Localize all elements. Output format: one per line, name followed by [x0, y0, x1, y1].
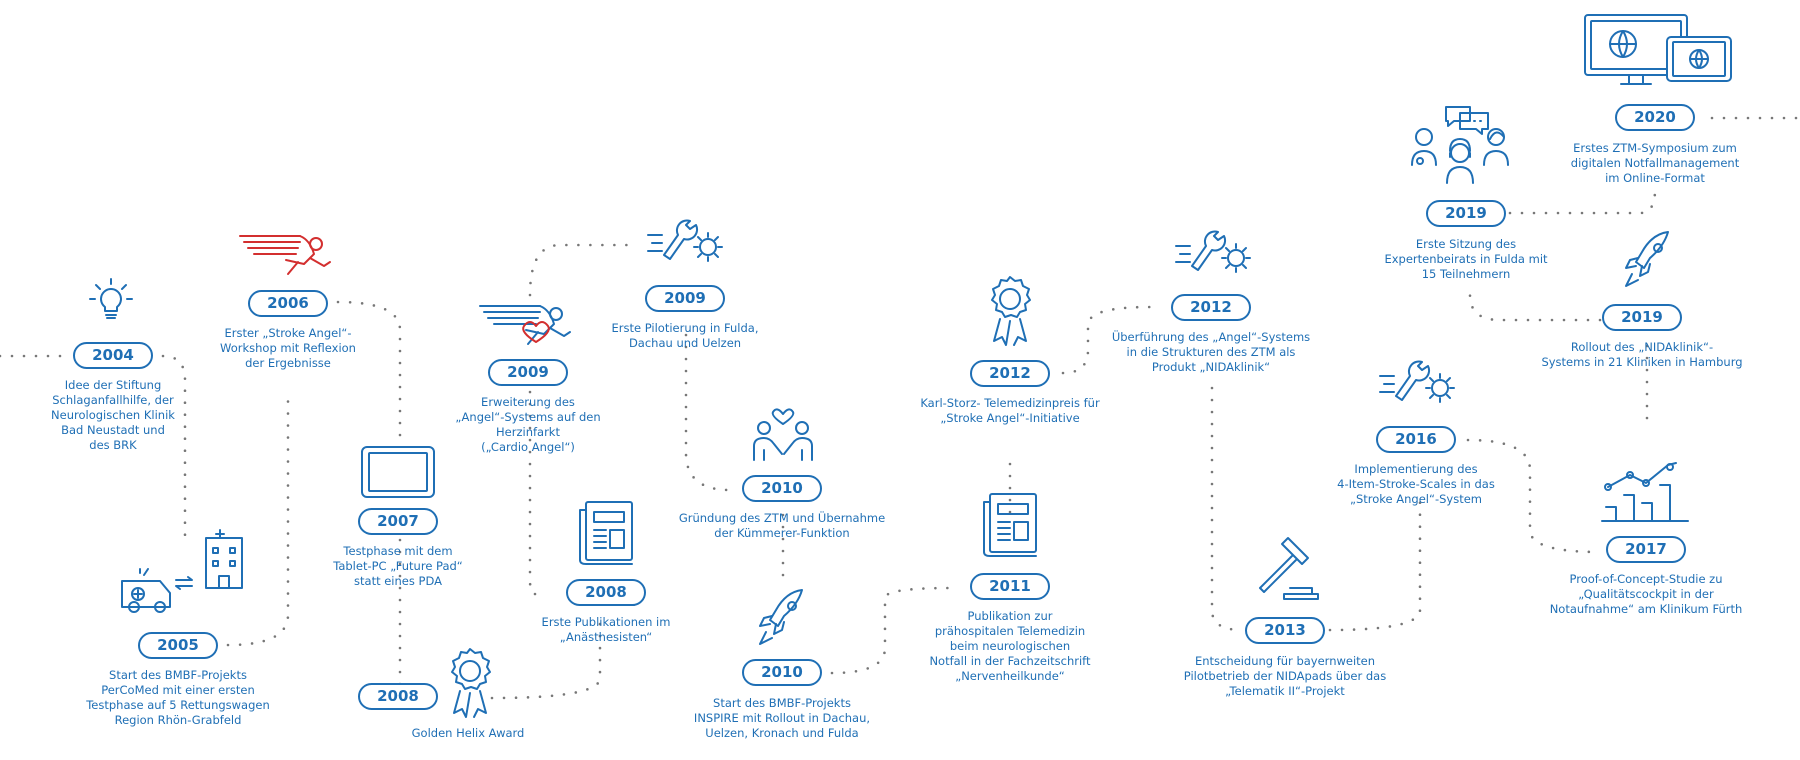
- gavel-icon: [1254, 536, 1324, 600]
- year-pill-2009-cardio: 2009: [488, 359, 568, 386]
- milestone-caption-2019-rollout: Rollout des „NIDAklinik“- Systems in 21 …: [1541, 340, 1743, 369]
- milestone-caption-2008-helix: Golden Helix Award: [411, 726, 525, 740]
- milestone-caption-2017: Proof-of-Concept-Studie zu „Qualitätscoc…: [1549, 572, 1743, 616]
- milestone-caption-2005: Start des BMBF-Projekts PerCoMed mit ein…: [86, 668, 270, 727]
- rocket-icon: [758, 588, 808, 648]
- milestone-caption-2016: Implementierung des 4-Item-Stroke-Scales…: [1337, 462, 1495, 506]
- year-pill-2010-ztm: 2010: [742, 475, 822, 502]
- award-rosette-icon: [446, 647, 494, 718]
- year-pill-2005: 2005: [138, 632, 218, 659]
- rocket-icon: [1624, 230, 1674, 290]
- year-pill-2019-experts: 2019: [1426, 200, 1506, 227]
- tablet-icon: [361, 446, 435, 498]
- year-pill-2012-nida: 2012: [1171, 294, 1251, 321]
- cardio-angel-logo-icon: [478, 300, 578, 350]
- tools-gear-icon: [1378, 358, 1462, 414]
- year-pill-2011: 2011: [970, 573, 1050, 600]
- tools-gear-icon: [1174, 228, 1258, 284]
- year-pill-2008-publication: 2008: [566, 579, 646, 606]
- year-pill-2008-helix: 2008: [358, 683, 438, 710]
- stroke-angel-logo-icon: [238, 230, 338, 280]
- award-rosette-icon: [986, 275, 1034, 346]
- timeline-dotted-path: [0, 116, 1800, 700]
- milestone-caption-2008-publication: Erste Publikationen im „Anästhesisten“: [541, 615, 671, 644]
- year-pill-2009-pilot: 2009: [645, 285, 725, 312]
- monitor-tablet-globe-icon: [1583, 13, 1733, 88]
- milestone-caption-2007: Testphase mit dem Tablet-PC „Future Pad“…: [333, 544, 463, 588]
- milestone-caption-2012-nida: Überführung des „Angel“-Systems in die S…: [1111, 330, 1311, 374]
- newspaper-icon: [578, 500, 634, 566]
- milestone-caption-2019-experts: Erste Sitzung des Expertenbeirats in Ful…: [1384, 237, 1548, 281]
- year-pill-2017: 2017: [1606, 536, 1686, 563]
- year-pill-2013: 2013: [1245, 617, 1325, 644]
- milestone-caption-2020: Erstes ZTM-Symposium zum digitalen Notfa…: [1570, 141, 1740, 185]
- milestone-caption-2009-cardio: Erweiterung des „Angel“-Systems auf den …: [455, 395, 601, 454]
- people-heart-icon: [752, 400, 814, 462]
- year-pill-2016: 2016: [1376, 426, 1456, 453]
- milestone-caption-2010-ztm: Gründung des ZTM und Übernahme der Kümme…: [678, 511, 886, 540]
- newspaper-icon: [982, 492, 1038, 558]
- milestone-caption-2004: Idee der Stiftung Schlaganfallhilfe, der…: [51, 378, 175, 452]
- milestone-caption-2012-award: Karl-Storz- Telemedizinpreis für „Stroke…: [920, 396, 1100, 425]
- year-pill-2012-award: 2012: [970, 360, 1050, 387]
- milestone-caption-2011: Publikation zur prähospitalen Telemedizi…: [929, 609, 1091, 683]
- tools-gear-icon: [646, 217, 730, 273]
- year-pill-2007: 2007: [358, 508, 438, 535]
- year-pill-2019-rollout: 2019: [1602, 304, 1682, 331]
- milestone-caption-2009-pilot: Erste Pilotierung in Fulda, Dachau und U…: [611, 321, 759, 350]
- milestone-caption-2013: Entscheidung für bayernweiten Pilotbetri…: [1183, 654, 1387, 698]
- bar-chart-icon: [1600, 455, 1690, 523]
- milestone-caption-2010-inspire: Start des BMBF-Projekts INSPIRE mit Roll…: [693, 696, 871, 740]
- year-pill-2010-inspire: 2010: [742, 659, 822, 686]
- lightbulb-icon: [88, 277, 134, 323]
- milestone-caption-2006: Erster „Stroke Angel“- Workshop mit Refl…: [220, 326, 356, 370]
- year-pill-2020: 2020: [1615, 104, 1695, 131]
- year-pill-2004: 2004: [73, 342, 153, 369]
- year-pill-2006: 2006: [248, 290, 328, 317]
- experts-chat-icon: [1410, 103, 1510, 185]
- ambulance-hospital-icon: [118, 528, 243, 613]
